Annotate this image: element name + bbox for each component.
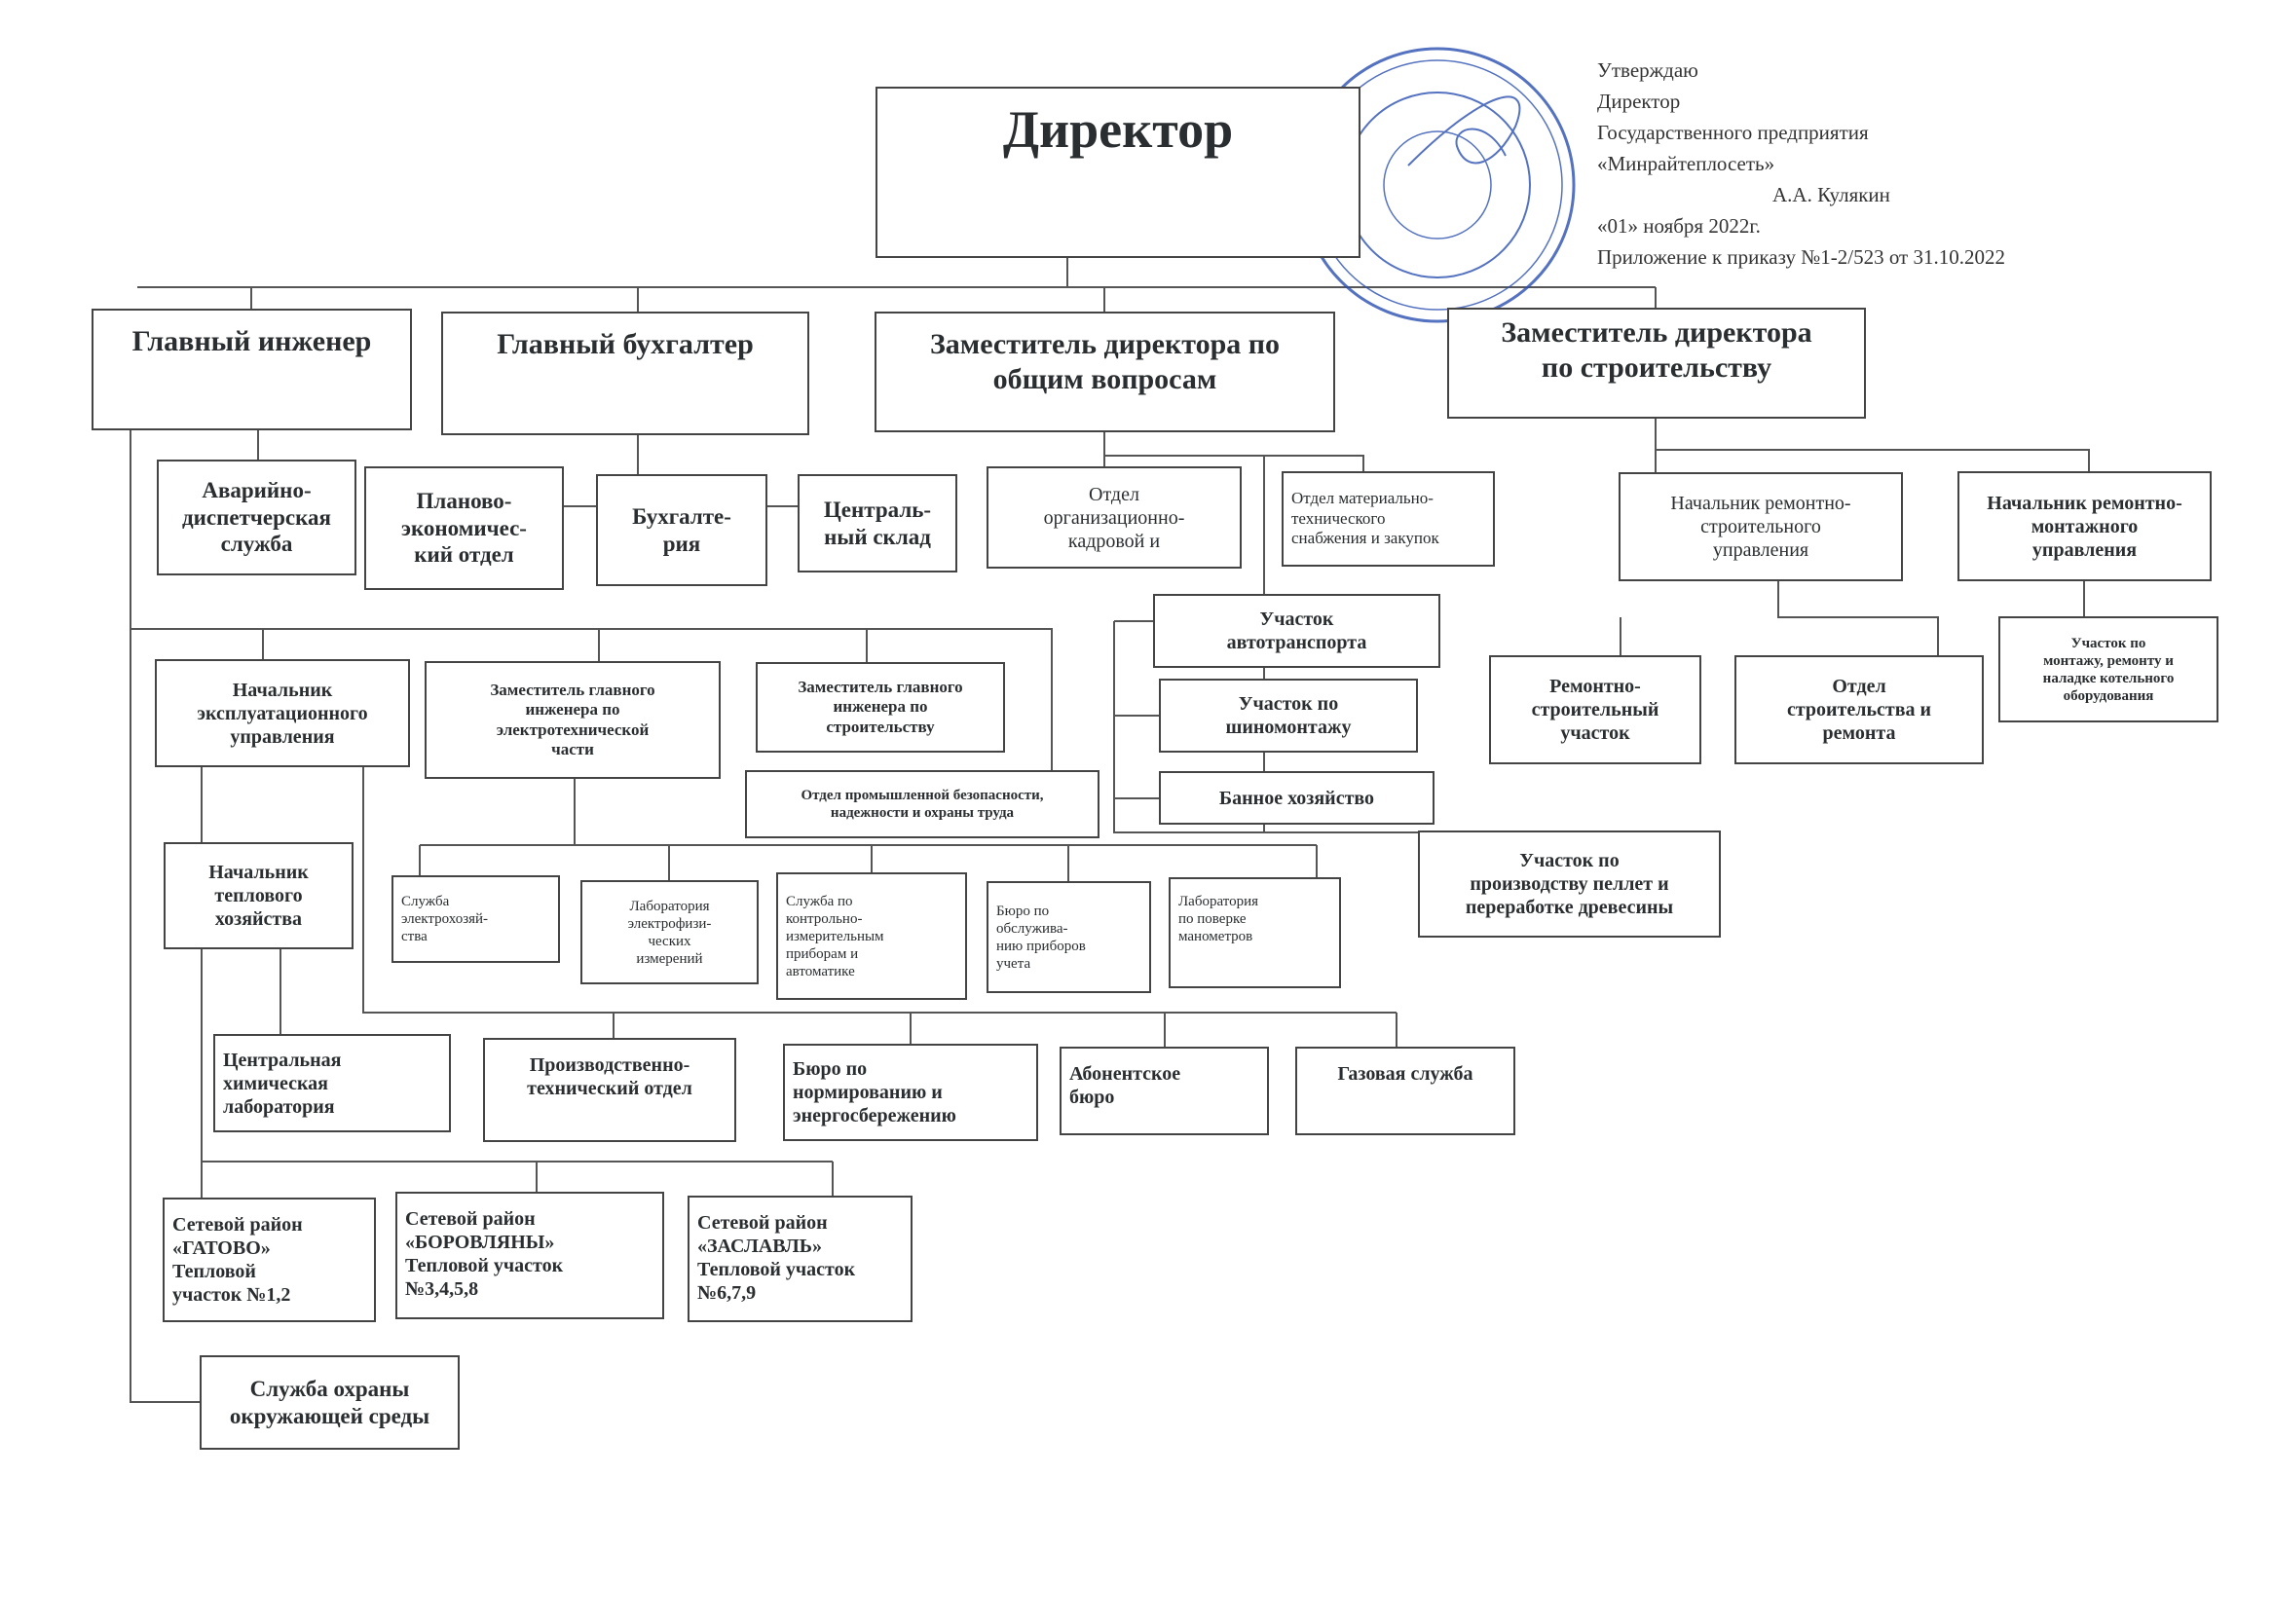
- director-box: Директор: [876, 87, 1360, 258]
- boiler-installation-section-box: Участок по монтажу, ремонту и наладке ко…: [1998, 616, 2218, 722]
- chief-engineer-box: Главный инженер: [92, 309, 412, 430]
- procurement-box: Отдел материально- технического снабжени…: [1282, 471, 1495, 567]
- chemical-lab-box: Центральная химическая лаборатория: [213, 1034, 451, 1132]
- energy-saving-bureau-box: Бюро по нормированию и энергосбережению: [783, 1044, 1038, 1141]
- subscriber-bureau-box: Абонентское бюро: [1060, 1047, 1269, 1135]
- tire-section-box: Участок по шиномонтажу: [1159, 679, 1418, 753]
- transport-section-box: Участок автотранспорта: [1153, 594, 1440, 668]
- bath-facility-box: Банное хозяйство: [1159, 771, 1435, 825]
- chief-accountant-box: Главный бухгалтер: [441, 312, 809, 435]
- deputy-general-box: Заместитель директора по общим вопросам: [875, 312, 1335, 432]
- approval-date: «01» ноября 2022г.: [1597, 214, 1761, 238]
- signatory: А.А. Кулякин: [1772, 183, 1890, 206]
- safety-dept-box: Отдел промышленной безопасности, надежно…: [745, 770, 1099, 838]
- pellet-section-box: Участок по производству пеллет и перераб…: [1418, 830, 1721, 938]
- head-heating-box: Начальник теплового хозяйства: [164, 842, 354, 949]
- construction-repair-dept-box: Отдел строительства и ремонта: [1734, 655, 1984, 764]
- hr-department-box: Отдел организационно- кадровой и: [987, 466, 1242, 569]
- head-rmu-box: Начальник ремонтно- монтажного управлени…: [1957, 471, 2212, 581]
- district-gatovo-box: Сетевой район «ГАТОВО» Тепловой участок …: [163, 1198, 376, 1322]
- manometer-lab-box: Лаборатория по поверке манометров: [1169, 877, 1341, 988]
- approval-line: Государственного предприятия: [1597, 121, 1869, 144]
- accounting-box: Бухгалте- рия: [596, 474, 767, 586]
- appendix-note: Приложение к приказу №1-2/523 от 31.10.2…: [1597, 245, 2005, 269]
- deputy-construction-box: Заместитель директора по строительству: [1447, 308, 1866, 419]
- electrical-service-box: Служба электрохозяй- ства: [391, 875, 560, 963]
- head-rsu-box: Начальник ремонтно- строительного управл…: [1619, 472, 1903, 581]
- production-technical-box: Производственно- технический отдел: [483, 1038, 736, 1142]
- gas-service-box: Газовая служба: [1295, 1047, 1515, 1135]
- district-borovlyany-box: Сетевой район «БОРОВЛЯНЫ» Тепловой участ…: [395, 1192, 664, 1319]
- approval-line: Утверждаю: [1597, 58, 1698, 82]
- instrumentation-service-box: Служба по контрольно- измерительным приб…: [776, 872, 967, 1000]
- approval-line: Директор: [1597, 90, 1681, 113]
- deputy-ce-electrical-box: Заместитель главного инженера по электро…: [425, 661, 721, 779]
- central-warehouse-box: Централь- ный склад: [798, 474, 957, 572]
- meter-service-bureau-box: Бюро по обслужива- нию приборов учета: [987, 881, 1151, 993]
- repair-construction-section-box: Ремонтно- строительный участок: [1489, 655, 1701, 764]
- electrophysical-lab-box: Лаборатория электрофизи- ческих измерени…: [580, 880, 759, 984]
- head-operations-box: Начальник эксплуатационного управления: [155, 659, 410, 767]
- environment-service-box: Служба охраны окружающей среды: [200, 1355, 460, 1450]
- emergency-dispatch-box: Аварийно- диспетчерская служба: [157, 460, 356, 575]
- approval-block: Утверждаю Директор Государственного пред…: [1597, 55, 2005, 273]
- approval-line: «Минрайтеплосеть»: [1597, 152, 1775, 175]
- planning-economic-box: Планово- экономичес- кий отдел: [364, 466, 564, 590]
- district-zaslavl-box: Сетевой район «ЗАСЛАВЛЬ» Тепловой участо…: [688, 1196, 913, 1322]
- deputy-ce-construction-box: Заместитель главного инженера по строите…: [756, 662, 1005, 753]
